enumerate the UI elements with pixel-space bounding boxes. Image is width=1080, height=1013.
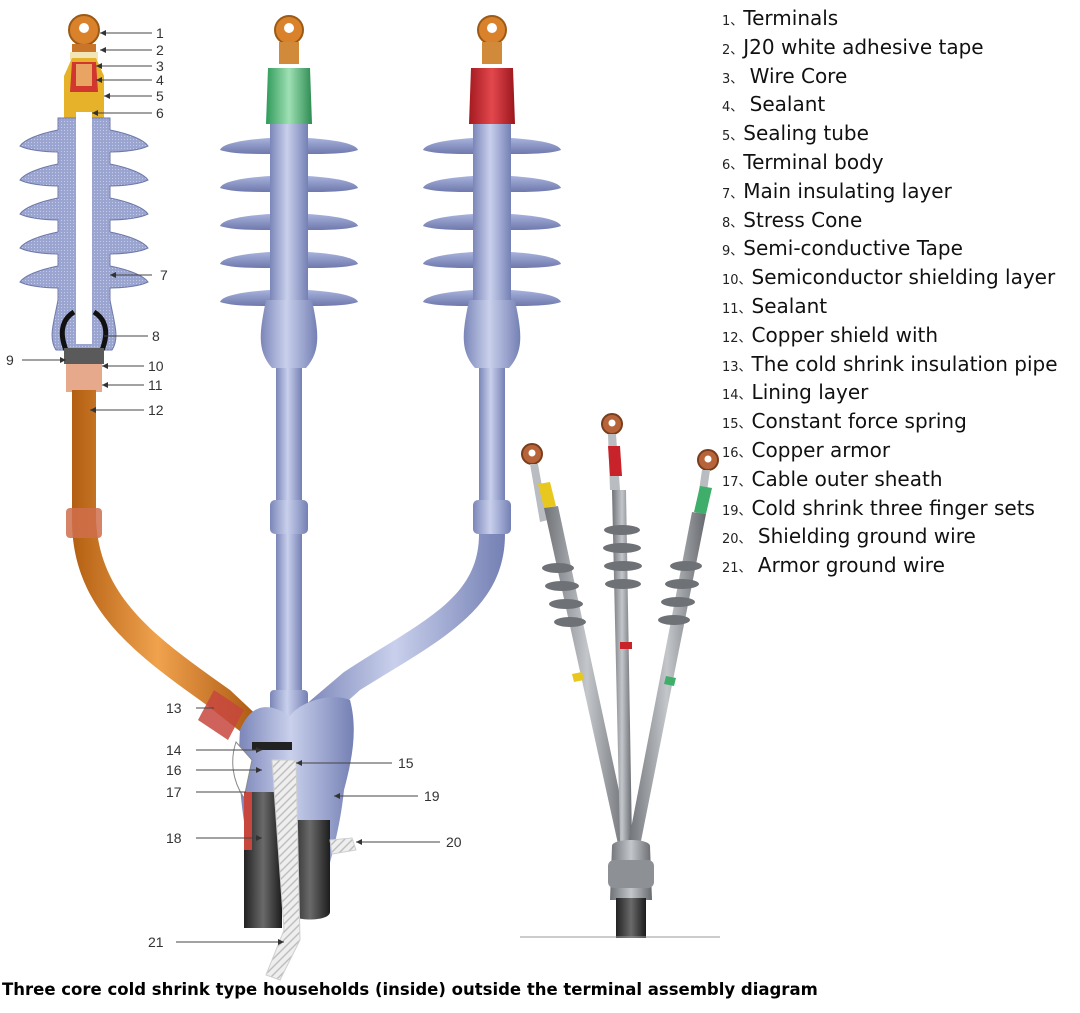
legend-text: Constant force spring	[751, 409, 967, 434]
product-photo	[520, 413, 720, 938]
legend-item: 14、Lining layer	[722, 378, 1058, 407]
legend-item: 12、Copper shield with	[722, 321, 1058, 350]
legend-text: Semi-conductive Tape	[743, 236, 963, 261]
callout-18: 18	[166, 830, 182, 846]
callout-10: 10	[148, 358, 164, 374]
callout-2: 2	[156, 42, 164, 58]
right-terminal	[304, 15, 561, 724]
legend-text: Sealing tube	[743, 121, 869, 146]
legend-number: 11、	[722, 301, 752, 317]
product-leg-yellow	[521, 443, 630, 844]
legend-number: 17、	[722, 474, 752, 490]
legend-number: 12、	[722, 330, 752, 346]
left-terminal-cross-section	[19, 14, 262, 740]
legend-item: 16、Copper armor	[722, 436, 1058, 465]
legend-item: 9、Semi-conductive Tape	[722, 234, 1058, 263]
legend-text: The cold shrink insulation pipe	[751, 351, 1058, 376]
legend-text: Terminal body	[743, 149, 884, 174]
callout-15: 15	[398, 755, 414, 771]
legend-number: 8、	[722, 215, 744, 231]
legend-number: 13、	[722, 359, 752, 375]
legend-item: 20、 Shielding ground wire	[722, 522, 1058, 551]
legend-number: 5、	[722, 129, 744, 145]
legend-number: 21、	[722, 561, 752, 577]
legend-item: 21、 Armor ground wire	[722, 551, 1058, 580]
legend-text: Semiconductor shielding layer	[751, 265, 1056, 290]
legend-text: Terminals	[743, 6, 839, 30]
legend-number: 9、	[722, 244, 744, 260]
legend-number: 2、	[722, 42, 744, 58]
legend-text: Copper shield with	[751, 322, 939, 347]
legend-text: Sealant	[743, 92, 826, 117]
legend-item: 10、Semiconductor shielding layer	[722, 263, 1058, 292]
legend-item: 5、Sealing tube	[722, 119, 1058, 148]
legend-text: Sealant	[751, 293, 828, 318]
legend-item: 17、Cable outer sheath	[722, 465, 1058, 494]
callout-7: 7	[160, 267, 168, 283]
legend-number: 15、	[722, 417, 752, 433]
callout-17: 17	[166, 784, 182, 800]
legend-number: 10、	[722, 273, 752, 289]
legend-number: 19、	[722, 503, 752, 519]
legend-number: 6、	[722, 157, 744, 173]
callout-1: 1	[156, 25, 164, 41]
legend-number: 20、	[722, 532, 752, 548]
callout-11: 11	[148, 377, 163, 393]
legend-item: 15、Constant force spring	[722, 407, 1058, 436]
callout-14: 14	[166, 742, 182, 758]
diagram-caption: Three core cold shrink type households (…	[2, 980, 818, 999]
callout-3: 3	[156, 58, 164, 74]
callout-12: 12	[148, 402, 164, 418]
legend-text: Cable outer sheath	[751, 466, 943, 491]
legend-text: Copper armor	[751, 437, 891, 462]
legend-item: 1、Terminals	[722, 4, 1058, 33]
three-finger-breakout	[232, 697, 357, 981]
legend-item: 8、Stress Cone	[722, 206, 1058, 235]
legend-item: 2、J20 white adhesive tape	[722, 33, 1058, 62]
legend-number: 16、	[722, 445, 752, 461]
legend-text: Main insulating layer	[743, 178, 952, 203]
legend-number: 1、	[722, 14, 744, 29]
legend-text: J20 white adhesive tape	[743, 34, 984, 59]
legend-text: Cold shrink three finger sets	[751, 495, 1035, 520]
callout-9: 9	[6, 352, 14, 368]
legend-item: 11、Sealant	[722, 292, 1058, 321]
legend-list: 1、Terminals 2、J20 white adhesive tape 3、…	[722, 4, 1058, 580]
legend-text: Lining layer	[751, 380, 869, 405]
callout-6: 6	[156, 105, 164, 121]
callout-arrowheads	[60, 30, 362, 945]
callout-21: 21	[148, 934, 164, 950]
callout-20: 20	[446, 834, 462, 850]
legend-item: 13、The cold shrink insulation pipe	[722, 350, 1058, 379]
middle-terminal	[220, 15, 358, 730]
callout-19: 19	[424, 788, 440, 804]
callout-numbers: 1 2 3 4 5 6 7 8 9 10 11 12 13 14 16 17 1…	[6, 25, 462, 950]
legend-number: 4、	[722, 100, 744, 116]
callout-5: 5	[156, 88, 164, 104]
legend-item: 3、 Wire Core	[722, 62, 1058, 91]
legend-item: 4、 Sealant	[722, 90, 1058, 119]
legend-item: 7、Main insulating layer	[722, 177, 1058, 206]
product-leg-green	[628, 449, 719, 846]
legend-text: Wire Core	[743, 63, 848, 88]
legend-number: 3、	[722, 71, 744, 87]
callout-16: 16	[166, 762, 182, 778]
legend-text: Stress Cone	[743, 207, 863, 232]
callout-8: 8	[152, 328, 160, 344]
legend-number: 7、	[722, 186, 744, 202]
legend-text: Shielding ground wire	[751, 524, 976, 549]
callout-13: 13	[166, 700, 182, 716]
legend-item: 6、Terminal body	[722, 148, 1058, 177]
callout-4: 4	[156, 72, 164, 88]
callout-leaders	[22, 32, 440, 943]
legend-text: Armor ground wire	[751, 553, 945, 578]
legend-number: 14、	[722, 388, 752, 404]
product-leg-red	[601, 413, 642, 842]
legend-item: 19、Cold shrink three finger sets	[722, 494, 1058, 523]
